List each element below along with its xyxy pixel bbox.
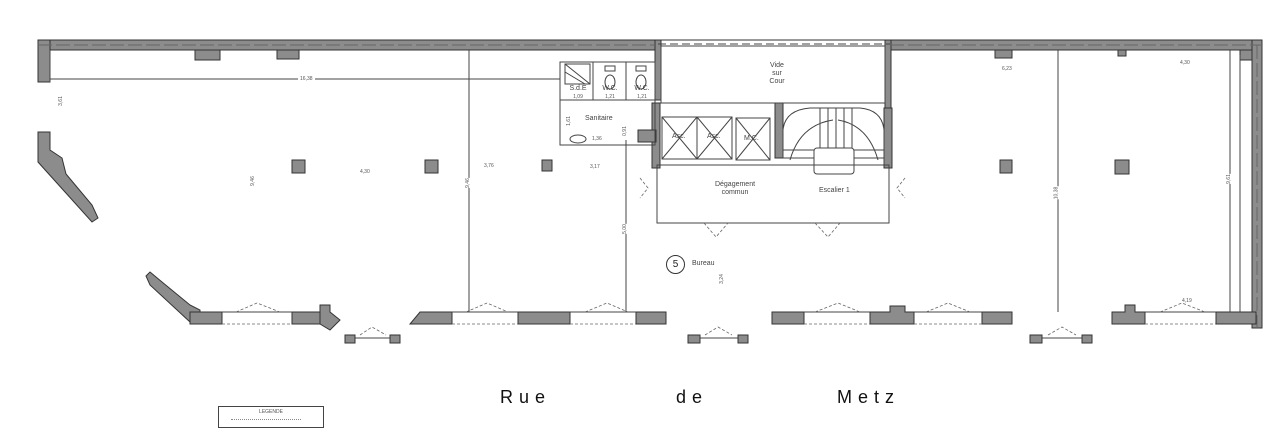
dim-right-span1: 6,23 xyxy=(1002,66,1012,72)
street-word-de: de xyxy=(676,387,709,407)
dim-core-small: 0,91 xyxy=(621,126,628,136)
dim-mid-vertical: 9,46 xyxy=(464,178,471,188)
degagement-line2: commun xyxy=(721,189,749,196)
interior-lines xyxy=(38,43,1262,339)
void-label: Vide sur Cour xyxy=(762,62,792,86)
room-number-badge: 5 xyxy=(666,255,685,274)
wc1-area: 1,21 xyxy=(605,94,615,100)
dim-right-vertical2: 9,61 xyxy=(1225,174,1232,184)
degagement-line1: Dégagement xyxy=(714,181,756,188)
dim-right-vertical1: 10,38 xyxy=(1053,186,1060,200)
sanitaire-dim: 1,36 xyxy=(592,136,602,142)
legend-title: LEGENDE xyxy=(259,409,283,415)
dim-span1: 4,30 xyxy=(360,169,370,175)
dim-bureau-vertical: 3,24 xyxy=(718,274,725,284)
lift-1-label: Asc. xyxy=(672,133,686,140)
wc1-room: W.C. 1,21 xyxy=(596,85,624,101)
void-label-line1: Vide xyxy=(770,62,784,69)
wc2-label: W.C. xyxy=(634,85,650,92)
wc2-room: W.C. 1,21 xyxy=(628,85,656,101)
void-label-line3: Cour xyxy=(769,78,785,85)
legend-line xyxy=(231,419,301,422)
dim-span3: 3,17 xyxy=(590,164,600,170)
staircase-label: Escalier 1 xyxy=(819,187,850,194)
street-word-rue: Rue xyxy=(500,387,552,407)
degagement-label: Dégagement commun xyxy=(705,181,765,197)
sanitaire-label: Sanitaire xyxy=(585,115,613,122)
dim-right-span2: 4,30 xyxy=(1180,60,1190,66)
dim-sanitaire-v: 1,61 xyxy=(565,116,572,126)
window-dashes xyxy=(222,177,1216,336)
dim-left-height: 3,61 xyxy=(57,96,64,106)
sde-area: 1,09 xyxy=(573,94,583,100)
wc2-area: 1,21 xyxy=(637,94,647,100)
dim-core-vertical: 5,00 xyxy=(621,224,628,234)
wc1-label: W.C. xyxy=(602,85,618,92)
street-word-metz: Metz xyxy=(837,387,901,407)
void-label-line2: sur xyxy=(772,70,782,77)
dim-top-length: 16,38 xyxy=(298,76,315,82)
dim-window-right: 4,19 xyxy=(1182,298,1192,304)
legend-box: LEGENDE xyxy=(218,406,324,428)
bureau-label: Bureau xyxy=(692,260,715,267)
mc-label: M.C. xyxy=(744,135,759,142)
dim-span2: 3,76 xyxy=(484,163,494,169)
dim-left-depth: 9,46 xyxy=(249,176,256,186)
sde-label: S.d.E xyxy=(569,85,587,92)
lift-2-label: Asc. xyxy=(707,133,721,140)
sde-room: S.d.E 1,09 xyxy=(563,85,593,101)
